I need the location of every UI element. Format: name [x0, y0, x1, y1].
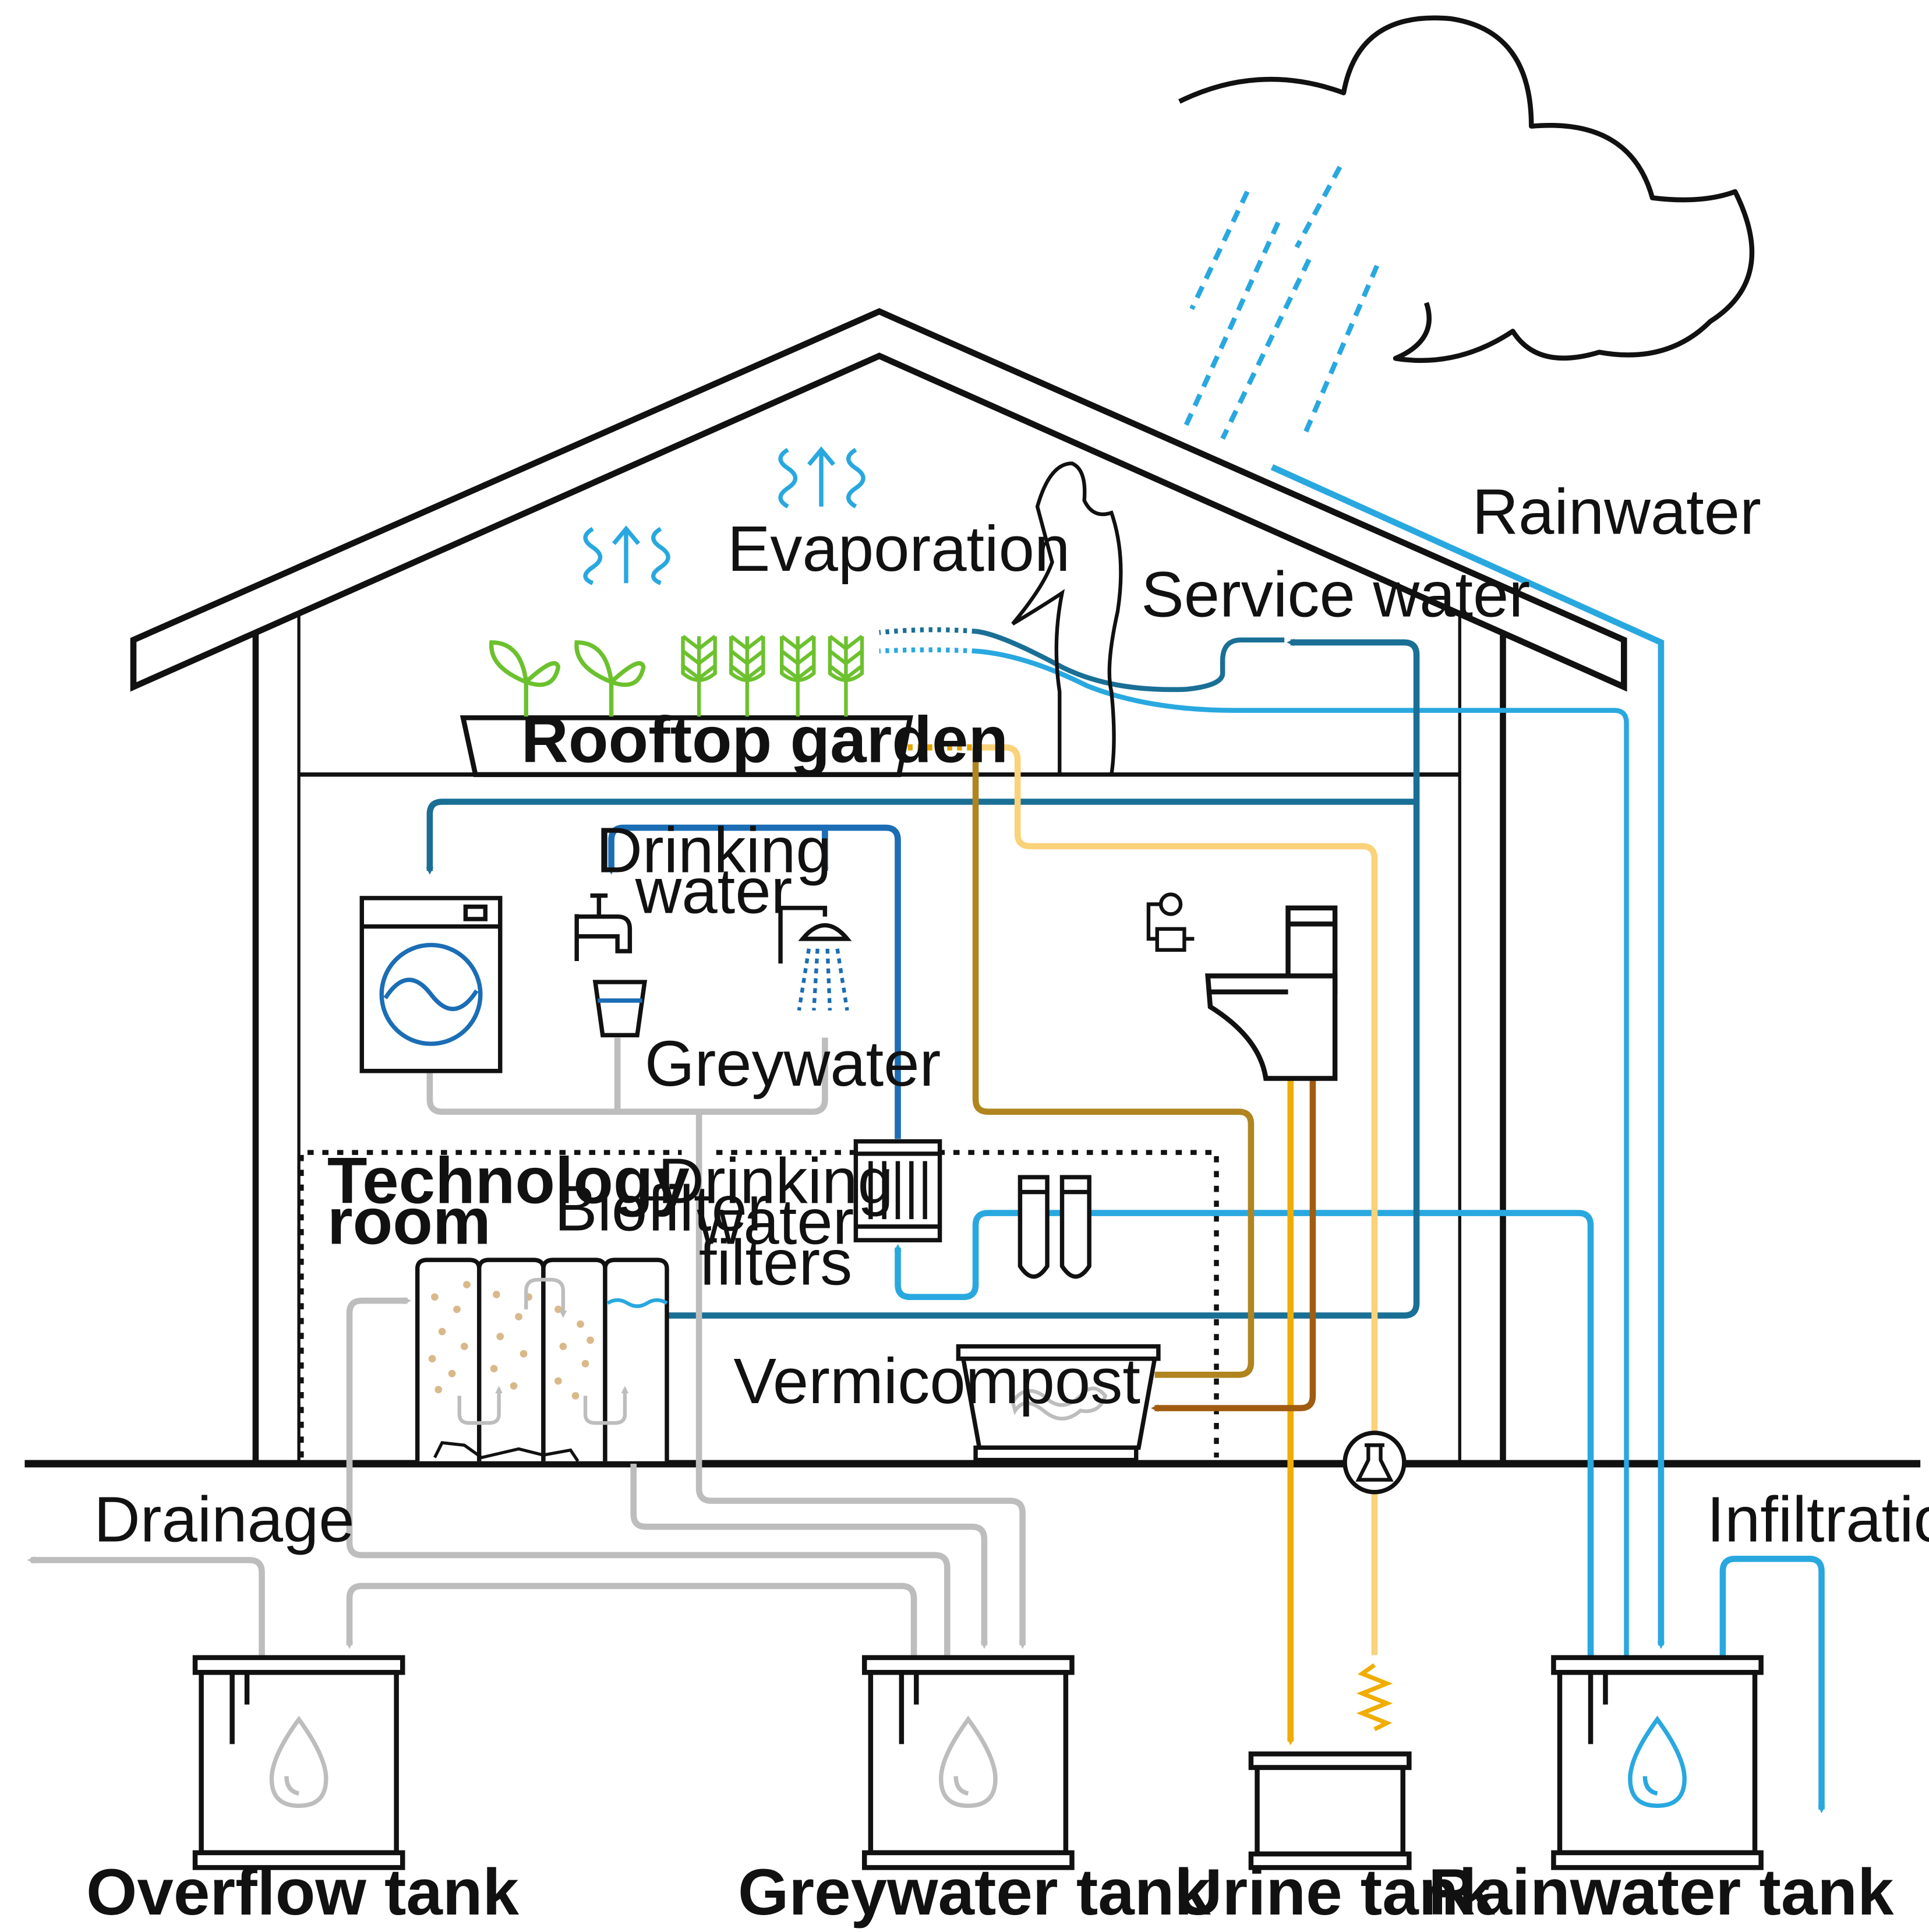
rainwater-tank-label: Rainwater tank [1428, 1855, 1894, 1929]
compost-garden-pipe [972, 747, 1255, 1378]
rooftop-garden-label: Rooftop garden [521, 703, 1008, 776]
urine-tank-label: Urine tank [1175, 1855, 1495, 1929]
rainwater-pipe [1270, 464, 1665, 1650]
overflow-tank-label: Overflow tank [86, 1855, 520, 1929]
evaporation-label: Evaporation [727, 513, 1070, 585]
urine-light-pipe [981, 744, 1378, 1655]
rainwater-label: Rainwater [1472, 476, 1761, 548]
flask-icon [1342, 1431, 1407, 1495]
shower-icon [778, 906, 852, 1011]
biofilter-label: Biofilter [554, 1172, 769, 1244]
water-drop-icon [1628, 1715, 1687, 1809]
biofilter-icon [415, 1258, 669, 1463]
rooftop-garden-planter [460, 715, 913, 778]
dw-filters-label-line1: Drinking [658, 1146, 893, 1217]
greywater-tank [862, 1655, 1075, 1870]
overflow-tank [192, 1655, 405, 1870]
worm-icon [1011, 1386, 1108, 1421]
greywater-pipes [27, 1037, 1027, 1658]
drinking-water-label-line2: water [635, 855, 793, 927]
dw-filters-label-line3: filters [699, 1227, 852, 1299]
greywater-label: Greywater [645, 1028, 941, 1100]
drinking-water-pipe [607, 824, 901, 1139]
washing-machine-icon [359, 896, 503, 1073]
faucet-icon [574, 893, 633, 962]
spring-icon [1356, 1663, 1393, 1732]
drainage-label: Drainage [94, 1484, 354, 1556]
toilet-compost-pipe [1151, 1078, 1316, 1412]
infiltration-pipe [1719, 1555, 1825, 1814]
service-water-label: Service water [1141, 559, 1530, 630]
rainwater-garden-pipe [975, 648, 1629, 1658]
rainwater-tank [1551, 1655, 1764, 1870]
service-water-dotted [879, 627, 976, 635]
water-drop-icon [939, 1715, 998, 1809]
greywater-tank-label: Greywater tank [738, 1855, 1211, 1929]
person-icon [1011, 461, 1123, 775]
service-water-pipe [666, 638, 1420, 1319]
water-drop-icon [269, 1715, 328, 1809]
toilet-icon [1205, 905, 1338, 1081]
technology-room-label-line1: Technology [327, 1144, 690, 1217]
rainwater-filter-pipe [894, 1210, 1594, 1658]
filter-icon [853, 1139, 942, 1242]
evaporation-icon [583, 446, 865, 585]
urine-tank [1248, 1751, 1412, 1870]
wheat-icon [681, 634, 864, 717]
plant-icon [489, 640, 646, 717]
infiltration-label: Infiltration [1707, 1484, 1929, 1556]
vermicompost-label: Vermicompost [733, 1345, 1140, 1417]
test-tube-icon [1018, 1175, 1091, 1279]
glass-icon [592, 980, 648, 1037]
toilet-paper-icon [1146, 892, 1195, 952]
service-water-toilet-pipe [975, 628, 1285, 693]
dw-filters-label-line2: water [697, 1186, 854, 1258]
drinking-water-label-line1: Drinking [596, 814, 831, 886]
technology-room-label-line2: room [327, 1185, 491, 1258]
rain-icon [1183, 165, 1380, 440]
cloud-icon [1178, 15, 1755, 363]
rainwater-garden-dotted [879, 647, 976, 654]
service-water-washer-pipe [426, 799, 1417, 875]
